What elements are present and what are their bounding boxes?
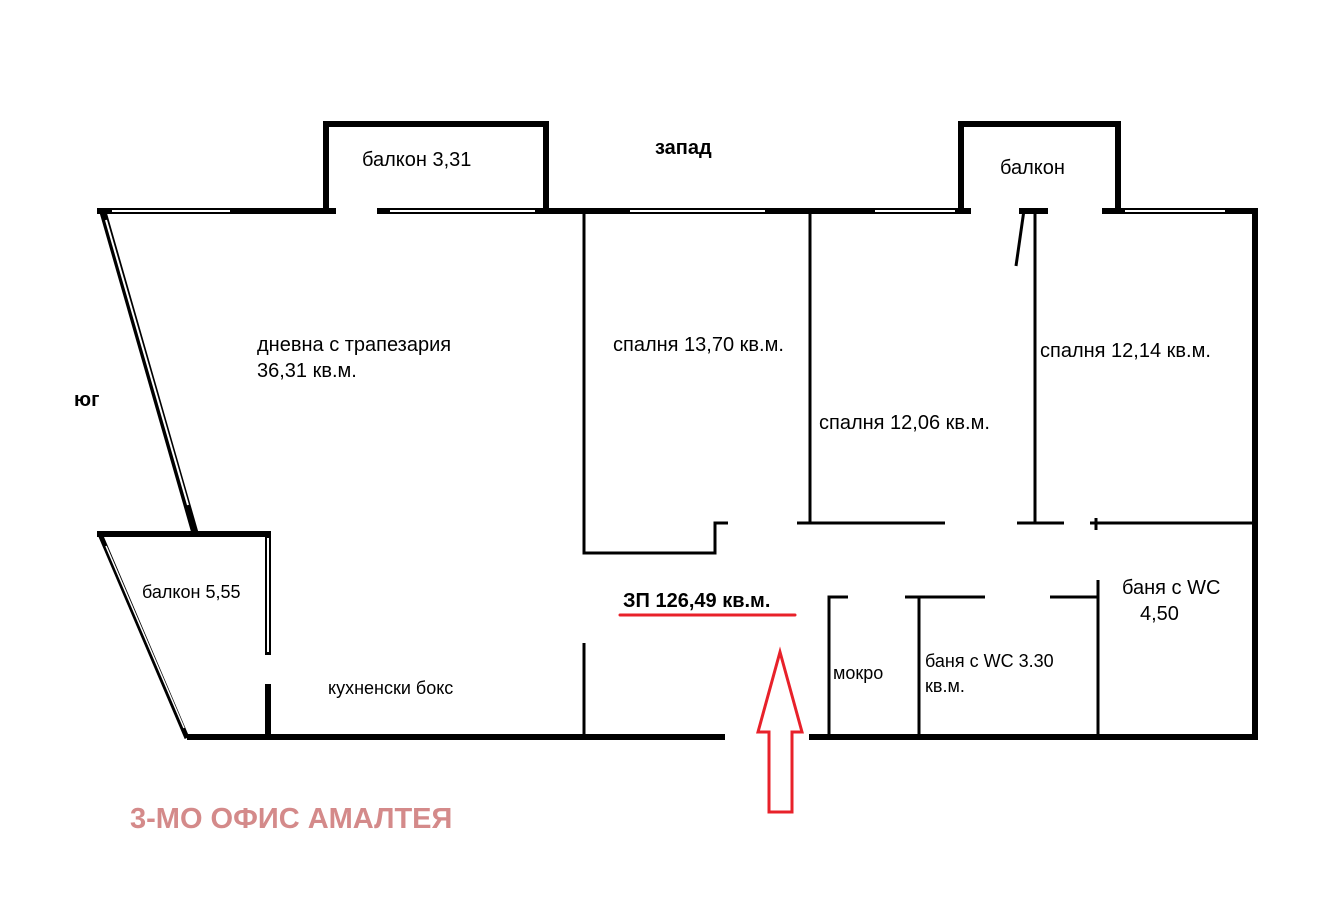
walls	[97, 121, 1258, 740]
total-area: ЗП 126,49 кв.м.	[623, 590, 770, 612]
wet-area-label: мокро	[833, 663, 883, 683]
watermark: 3-МО ОФИС АМАЛТЕЯ	[130, 803, 452, 835]
living-room-area: 36,31 кв.м.	[257, 360, 357, 382]
balcony-2-walls	[958, 121, 1121, 214]
bathroom-2-label: баня с WC	[1122, 577, 1220, 599]
bedroom-2-label: спалня 12,06 кв.м.	[819, 412, 990, 434]
balcony-1-walls	[323, 121, 549, 214]
living-room-label: дневна с трапезария	[257, 334, 451, 356]
bathroom-1-unit: кв.м.	[925, 676, 965, 696]
bedroom-3-label: спалня 12,14 кв.м.	[1040, 340, 1211, 362]
balcony-3-label: балкон 5,55	[142, 582, 240, 602]
south-label: юг	[74, 389, 99, 411]
bathroom-2-area: 4,50	[1140, 603, 1179, 625]
bathroom-1-label: баня с WC 3.30	[925, 651, 1054, 671]
bedroom-1-label: спалня 13,70 кв.м.	[613, 334, 784, 356]
balcony-2-label: балкон	[1000, 157, 1065, 179]
kitchen-label: кухненски бокс	[328, 678, 453, 698]
west-label: запад	[655, 137, 712, 159]
arrow-up-icon	[756, 646, 804, 814]
balcony-1-label: балкон 3,31	[362, 149, 471, 171]
door-swing	[1014, 209, 1026, 267]
